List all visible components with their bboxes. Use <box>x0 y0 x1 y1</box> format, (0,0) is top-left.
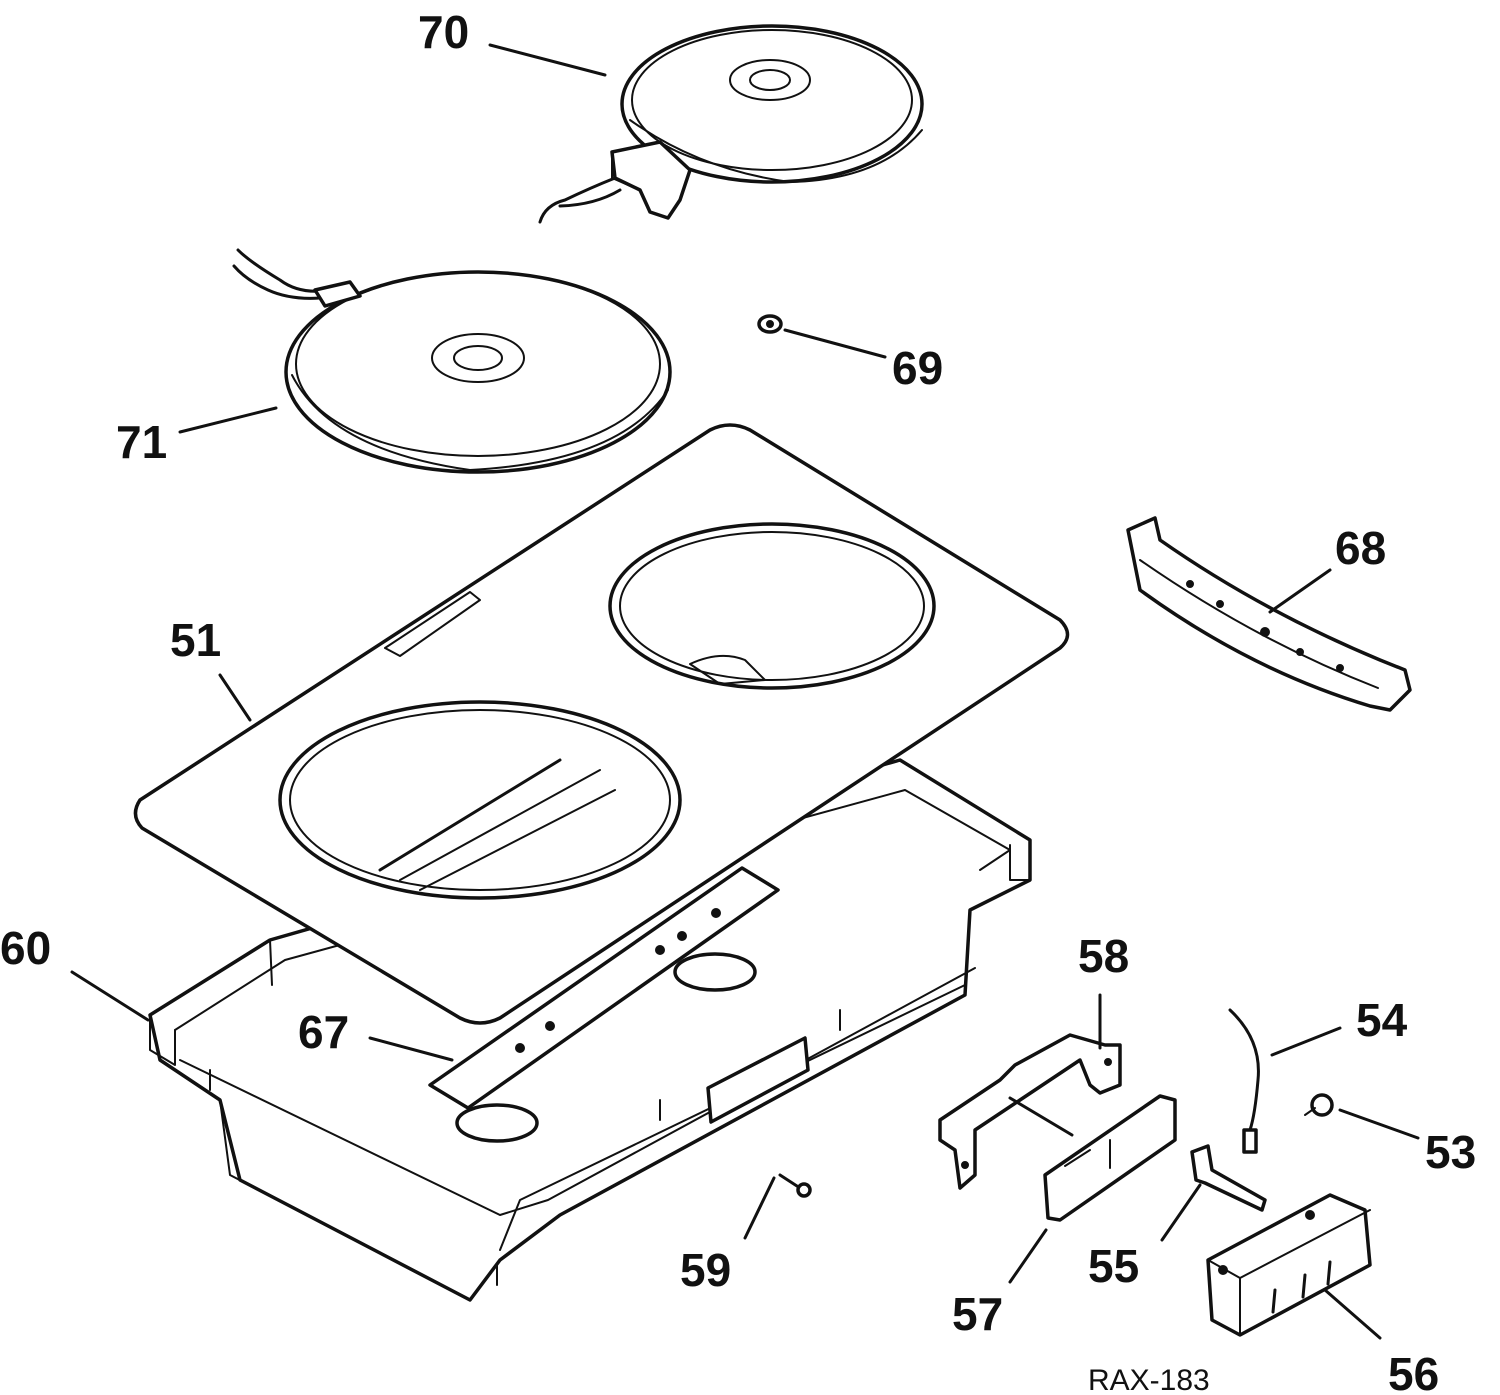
burner-box-60 <box>148 758 1032 1302</box>
receptacle-bracket-58 <box>938 1033 1122 1190</box>
nut-69 <box>757 314 783 334</box>
callout-57: 57 <box>952 1288 1003 1340</box>
element-support-67 <box>428 866 780 1143</box>
callout-53: 53 <box>1425 1126 1476 1178</box>
callout-71: 71 <box>116 416 167 468</box>
callout-54: 54 <box>1356 994 1408 1046</box>
leader-lines <box>70 43 1420 1340</box>
terminal-block-56 <box>1206 1193 1372 1337</box>
wire-lead-54 <box>1228 1008 1260 1154</box>
screw-59 <box>778 1173 812 1198</box>
surface-element-70 <box>538 24 924 224</box>
bracket-68 <box>1126 516 1412 712</box>
reference-code: RAX-183 <box>1088 1364 1210 1395</box>
callout-60: 60 <box>0 922 51 974</box>
callout-69: 69 <box>892 342 943 394</box>
callout-59: 59 <box>680 1244 731 1296</box>
callout-58: 58 <box>1078 930 1129 982</box>
surface-element-71 <box>232 248 672 474</box>
callout-67: 67 <box>298 1006 349 1058</box>
insulator-57 <box>1043 1094 1177 1222</box>
callout-labels: 70 71 69 68 51 60 67 58 54 53 59 57 55 5… <box>0 6 1476 1395</box>
callout-51: 51 <box>170 614 221 666</box>
cooktop-top-51 <box>133 423 1070 1025</box>
terminal-55 <box>1190 1144 1267 1212</box>
callout-68: 68 <box>1335 522 1386 574</box>
callout-56: 56 <box>1388 1348 1439 1395</box>
callout-70: 70 <box>418 6 469 58</box>
screw-53 <box>1304 1093 1334 1117</box>
callout-55: 55 <box>1088 1240 1139 1292</box>
